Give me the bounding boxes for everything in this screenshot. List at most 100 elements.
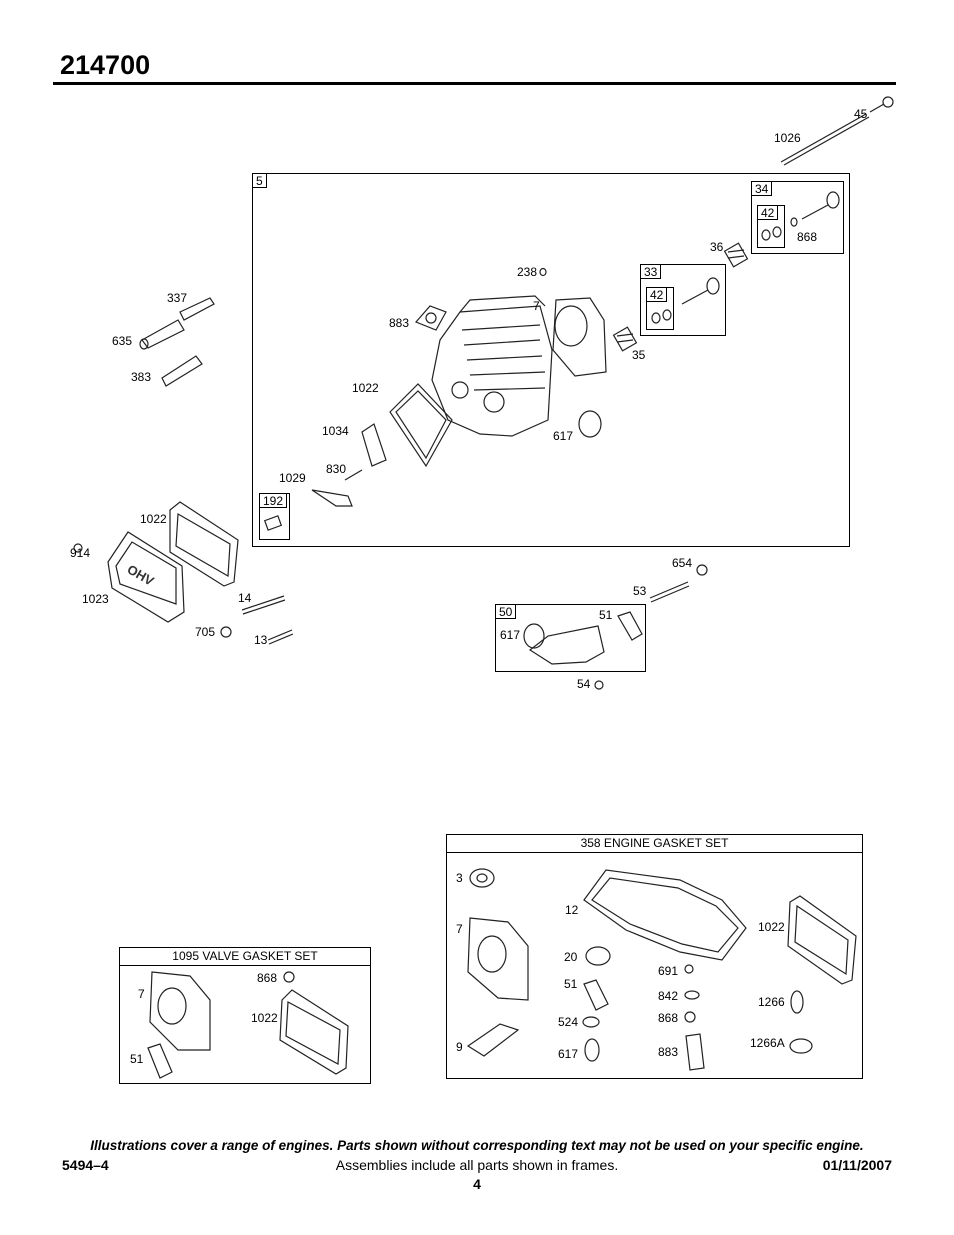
frame-label-34: 34 [751, 181, 773, 196]
valve-gasket-set-heading: 1095 VALVE GASKET SET [120, 948, 370, 966]
callout-1029: 1029 [279, 471, 306, 485]
intake-manifold-frame [495, 604, 646, 672]
plate-1034-drawing [361, 423, 387, 467]
keeper-a-drawing [761, 229, 771, 241]
frame-label-5: 5 [252, 173, 267, 188]
engine-set-callout-9: 9 [456, 1040, 463, 1054]
part-383-drawing [161, 355, 203, 387]
pushrod-drawing [780, 113, 867, 163]
engine-set-drawings [466, 868, 857, 1071]
page-title: 214700 [60, 50, 151, 80]
engine-set-callout-1266: 1266 [758, 995, 785, 1009]
engine-set-callout-1022: 1022 [758, 920, 785, 934]
callout-705: 705 [195, 625, 216, 639]
callout-54: 54 [577, 677, 591, 691]
callout-383: 383 [131, 370, 152, 384]
cover-gasket-drawing [389, 383, 453, 468]
bolt-914-drawing [73, 543, 83, 553]
cylinder-head-drawing [431, 295, 553, 437]
engine-set-callout-3: 3 [456, 871, 463, 885]
engine-set-callout-617: 617 [558, 1047, 579, 1061]
valve-spring-35-drawing [612, 326, 638, 352]
callout-1022-lower: 1022 [140, 512, 167, 526]
ring-617b-drawing [523, 623, 545, 649]
frame-label-50: 50 [495, 604, 517, 619]
valve-cover-drawing: OHV [107, 531, 185, 623]
frame-label-42b: 42 [646, 287, 668, 302]
gasket-51-drawing [617, 611, 643, 641]
callout-7: 7 [533, 299, 540, 313]
valve-gasket-set-frame: 1095 VALVE GASKET SET [119, 947, 371, 1084]
valve-set-callout-51: 51 [130, 1052, 144, 1066]
callout-635: 635 [112, 334, 133, 348]
part-1029-drawing [311, 489, 353, 507]
callout-1034: 1034 [322, 424, 349, 438]
callout-51: 51 [599, 608, 613, 622]
ring-617-drawing [578, 410, 602, 438]
callout-238: 238 [517, 265, 538, 279]
intake-manifold-drawing [528, 625, 605, 665]
footer-date: 01/11/2007 [822, 1157, 892, 1173]
bolt-54-drawing [594, 680, 604, 690]
engine-gasket-set-heading: 358 ENGINE GASKET SET [447, 835, 862, 853]
valve-set-callout-7: 7 [138, 987, 145, 1001]
breather-192-drawing [263, 515, 283, 531]
engine-set-callout-7: 7 [456, 922, 463, 936]
nut-654-drawing [696, 564, 708, 576]
engine-set-callout-1266a: 1266A [750, 1036, 785, 1050]
callout-53: 53 [633, 584, 647, 598]
valve-set-callout-868: 868 [257, 971, 278, 985]
callout-36: 36 [710, 240, 724, 254]
nut-705-drawing [220, 626, 232, 638]
gasket-883-drawing [414, 305, 447, 331]
engine-set-callout-20: 20 [564, 950, 578, 964]
part-238-drawing [539, 267, 547, 277]
title-rule [53, 82, 896, 85]
frame-label-33: 33 [640, 264, 662, 279]
engine-set-callout-691: 691 [658, 964, 679, 978]
callout-830: 830 [326, 462, 347, 476]
callout-883: 883 [389, 316, 410, 330]
valve-spring-36-drawing [723, 242, 749, 268]
engine-set-callout-842: 842 [658, 989, 679, 1003]
engine-set-callout-524: 524 [558, 1015, 579, 1029]
footer-assemblies-note: Assemblies include all parts shown in fr… [335, 1157, 619, 1173]
frame-label-42a: 42 [757, 205, 779, 220]
valve-45-drawing [869, 103, 885, 113]
valve-set-callout-1022: 1022 [251, 1011, 278, 1025]
page-number: 4 [473, 1176, 481, 1192]
engine-set-callout-883: 883 [658, 1045, 679, 1059]
callout-654: 654 [672, 556, 693, 570]
callout-868: 868 [797, 230, 818, 244]
footer-disclaimer: Illustrations cover a range of engines. … [90, 1138, 864, 1153]
callout-45: 45 [854, 107, 868, 121]
callout-617-intake: 617 [500, 628, 521, 642]
callout-337: 337 [167, 291, 188, 305]
svg-text:OHV: OHV [125, 562, 157, 589]
valve-33-drawing [681, 289, 709, 305]
engine-set-callout-868: 868 [658, 1011, 679, 1025]
callout-14: 14 [238, 591, 252, 605]
spark-plug-drawing [179, 297, 215, 321]
frame-label-192: 192 [259, 493, 288, 508]
engine-set-callout-51: 51 [564, 977, 578, 991]
footer-document-number: 5494–4 [62, 1157, 109, 1173]
callout-1026: 1026 [774, 131, 801, 145]
engine-gasket-set-frame: 358 ENGINE GASKET SET [446, 834, 863, 1079]
valve-34-drawing [801, 204, 829, 220]
bolt-830-drawing [344, 469, 363, 481]
exhaust-valve-frame [751, 181, 844, 254]
boot-635-drawing [141, 319, 185, 349]
callout-13: 13 [254, 633, 268, 647]
callout-617: 617 [553, 429, 574, 443]
callout-1023: 1023 [82, 592, 109, 606]
stud-14-drawing [241, 595, 285, 611]
engine-set-callout-12: 12 [565, 903, 579, 917]
valve-set-drawings [147, 971, 349, 1079]
gasket-1022b-drawing [169, 501, 239, 587]
callout-914: 914 [70, 546, 91, 560]
callout-1022: 1022 [352, 381, 379, 395]
stud-13-drawing [267, 629, 293, 641]
stud-53-drawing [649, 581, 689, 599]
